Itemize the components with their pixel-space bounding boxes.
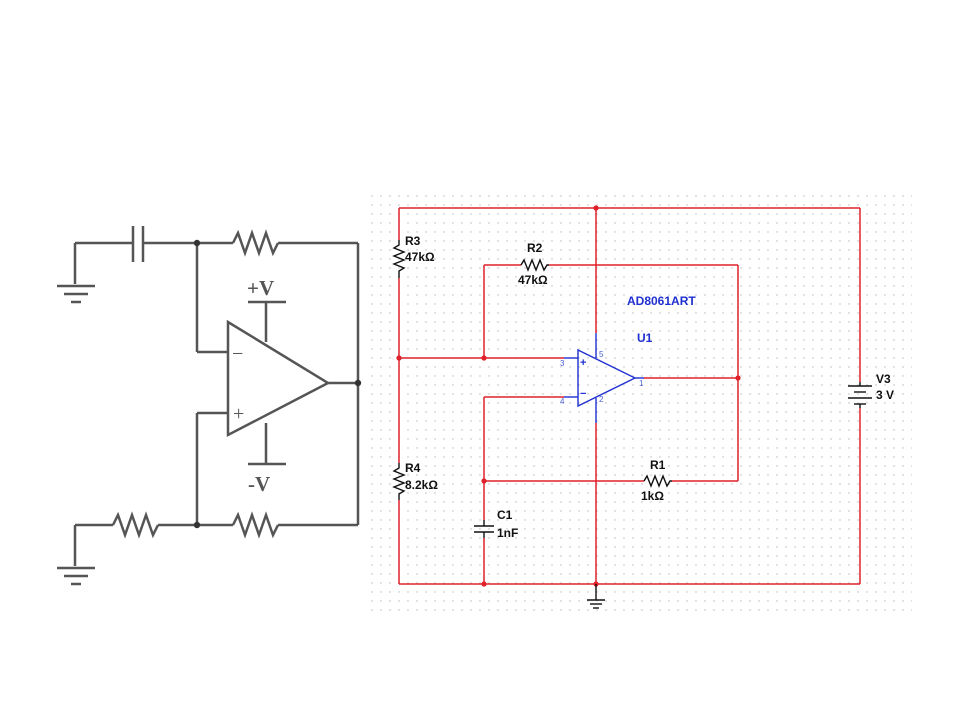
r2-ref: R2 (527, 241, 543, 255)
inverting-input-sign: − (232, 343, 243, 365)
pin-4-label: 4 (560, 397, 565, 406)
resistor-r3 (392, 240, 406, 278)
r1-ref: R1 (650, 458, 666, 472)
u1-ref: U1 (637, 331, 653, 345)
feedback-resistor-top (231, 229, 280, 257)
capacitor-c1 (474, 520, 494, 538)
v3-ref: V3 (876, 372, 891, 386)
v3-value: 3 V (876, 388, 894, 402)
resistor-r1 (643, 474, 672, 488)
opamp-plus-sign: + (580, 357, 586, 369)
neg-supply-label: -V (248, 472, 270, 496)
u1-part-number: AD8061ART (627, 294, 696, 308)
pin-2-label: 2 (599, 395, 604, 404)
opamp-symbol-left (226, 319, 331, 438)
right-components (392, 240, 872, 609)
c1-ref: C1 (497, 508, 513, 522)
ground-symbol-right (587, 584, 605, 609)
pin-1-label: 1 (639, 379, 644, 388)
left-junction-dots (193, 239, 362, 529)
r4-ref: R4 (405, 461, 421, 475)
input-resistor-bottom (111, 511, 160, 539)
ground-symbol-top (57, 243, 95, 304)
pin-5-label: 5 (599, 350, 604, 359)
r3-value: 47kΩ (405, 250, 435, 264)
c1-value: 1nF (497, 526, 518, 540)
r2-value: 47kΩ (518, 273, 548, 287)
battery-v3 (848, 382, 872, 408)
right-wires (398, 207, 861, 585)
opamp-minus-sign: − (580, 388, 586, 400)
dot-grid-canvas (370, 194, 912, 618)
resistor-r4 (392, 463, 406, 500)
left-schematic (57, 226, 360, 586)
ground-symbol-bottom (57, 525, 95, 586)
right-junction-dots (396, 205, 741, 587)
opamp-u1 (564, 333, 644, 423)
r1-value: 1kΩ (641, 489, 664, 503)
resistor-r2 (520, 258, 549, 272)
noninverting-input-sign: + (233, 403, 244, 425)
pin-3-label: 3 (560, 359, 565, 368)
r4-value: 8.2kΩ (405, 478, 438, 492)
feedback-resistor-bottom (231, 511, 280, 539)
capacitor-symbol (131, 226, 145, 262)
pos-supply-label: +V (247, 276, 274, 300)
r3-ref: R3 (405, 234, 421, 248)
